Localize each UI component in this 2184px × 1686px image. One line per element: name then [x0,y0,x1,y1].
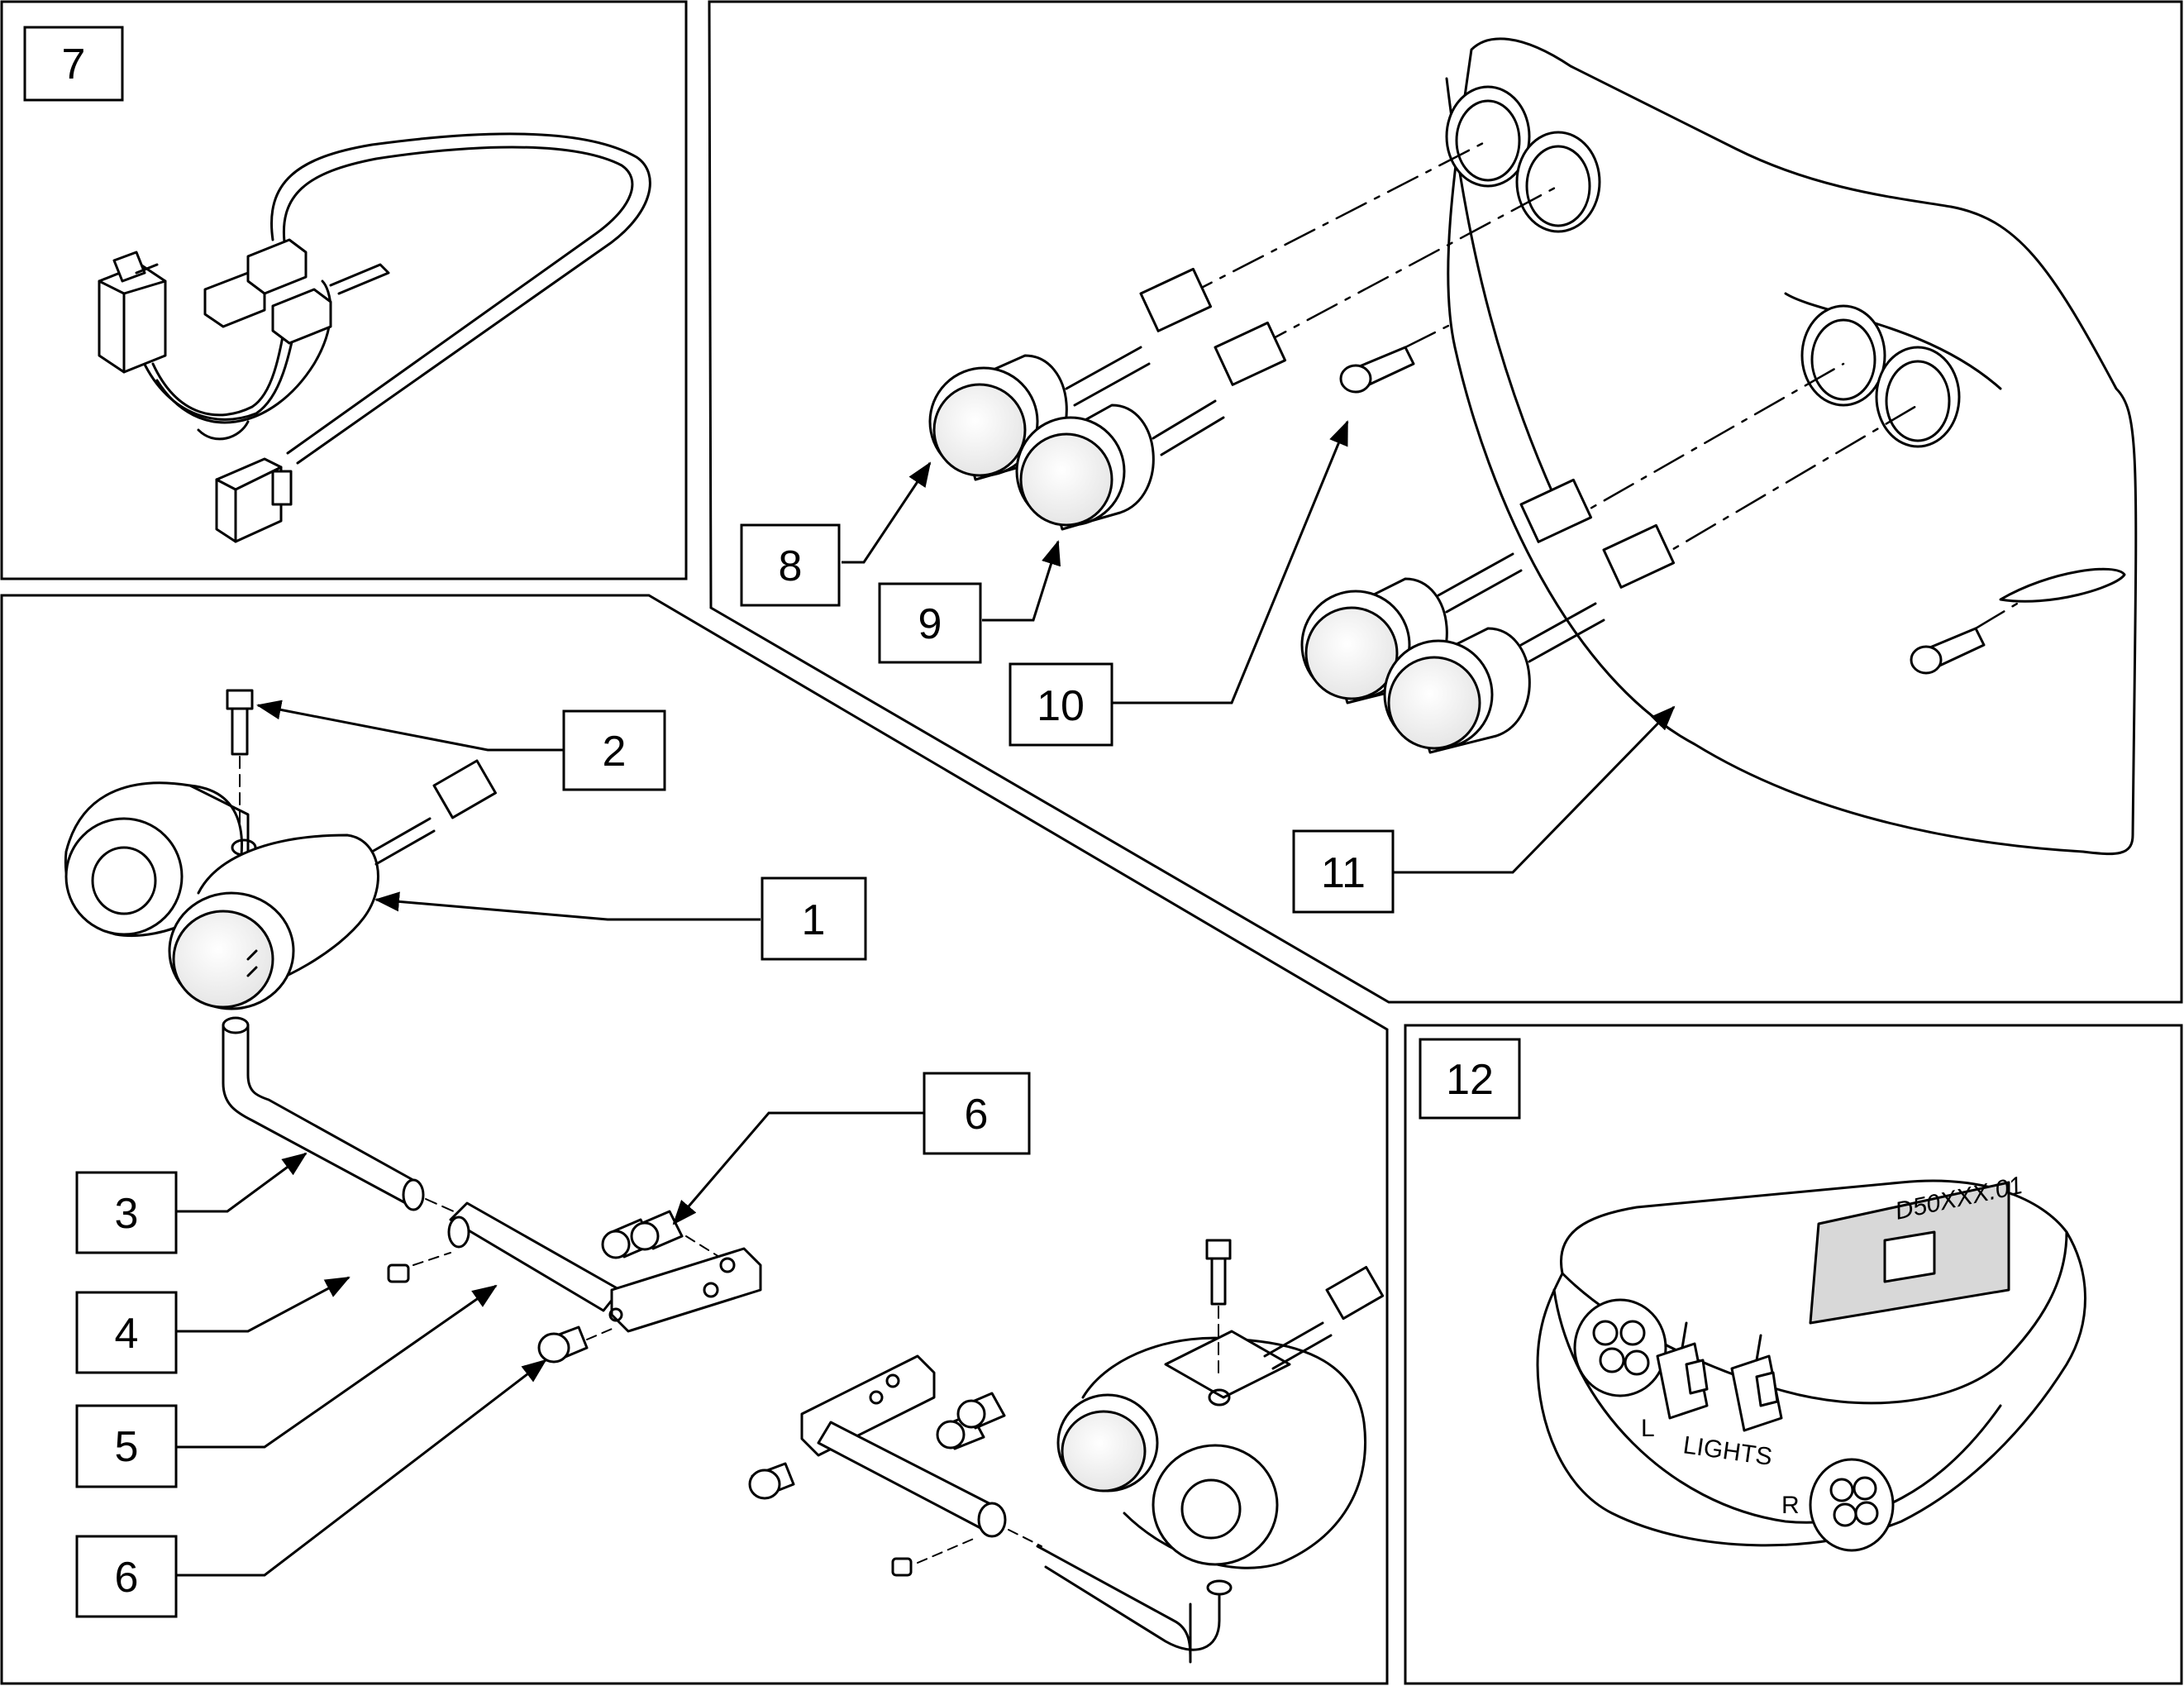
callout-7-label: 7 [62,41,86,88]
screw-2 [226,689,254,832]
light-pod-8 [928,267,1213,481]
callout-6-lower-label: 6 [115,1554,139,1602]
panel-harness-border [0,0,688,580]
screw-10 [1339,346,1415,394]
leader-lines [176,420,1676,1577]
light-pod-11b [1383,523,1676,754]
callout-5-label: 5 [115,1423,139,1471]
tube-3 [222,1016,464,1216]
callout-3-label: 3 [115,1190,139,1238]
module-left-letter: L [1641,1415,1655,1442]
wiring-harness [98,132,651,543]
screw-shroud [1910,627,1986,675]
callout-12: 12 [1419,1038,1521,1120]
callout-6-upper-label: 6 [965,1091,989,1139]
light-pod-1 [64,759,497,1010]
callout-11-label: 11 [1321,849,1366,897]
lighting-module [1536,1179,2086,1552]
callout-5: 5 [75,1404,178,1488]
callout-4: 4 [75,1291,178,1374]
callout-6-upper: 6 [923,1072,1031,1155]
callout-8-label: 8 [779,542,803,590]
callout-7: 7 [23,26,124,102]
shroud-assembly [928,37,2138,856]
callout-10-label: 10 [1037,682,1085,730]
callout-9: 9 [878,582,982,664]
panel-module-border [1404,1024,2183,1685]
light-pod-9 [1015,321,1287,531]
callout-2-label: 2 [603,728,627,776]
callout-1: 1 [761,876,867,961]
panel-bracket-border [0,594,1389,1685]
panel-shroud-border [708,0,2183,1004]
callout-12-label: 12 [1446,1056,1494,1104]
callout-10: 10 [1009,662,1113,747]
callout-11: 11 [1292,829,1395,914]
callout-2: 2 [562,709,666,791]
module-right-letter: R [1781,1492,1800,1519]
callout-8: 8 [740,523,841,607]
callout-3: 3 [75,1171,178,1254]
callout-1-label: 1 [802,896,826,944]
callout-6-lower: 6 [75,1535,178,1618]
bracket-assembly [64,689,1385,1664]
callout-boxes: 7 8 9 10 11 2 1 6 [23,26,1521,1618]
set-screw-4 [387,1252,451,1283]
callout-9-label: 9 [918,600,942,648]
screws-6 [537,1210,720,1364]
light-pod-mirrored [748,1239,1385,1664]
bracket-5 [447,1201,762,1333]
callout-4-label: 4 [115,1310,139,1358]
